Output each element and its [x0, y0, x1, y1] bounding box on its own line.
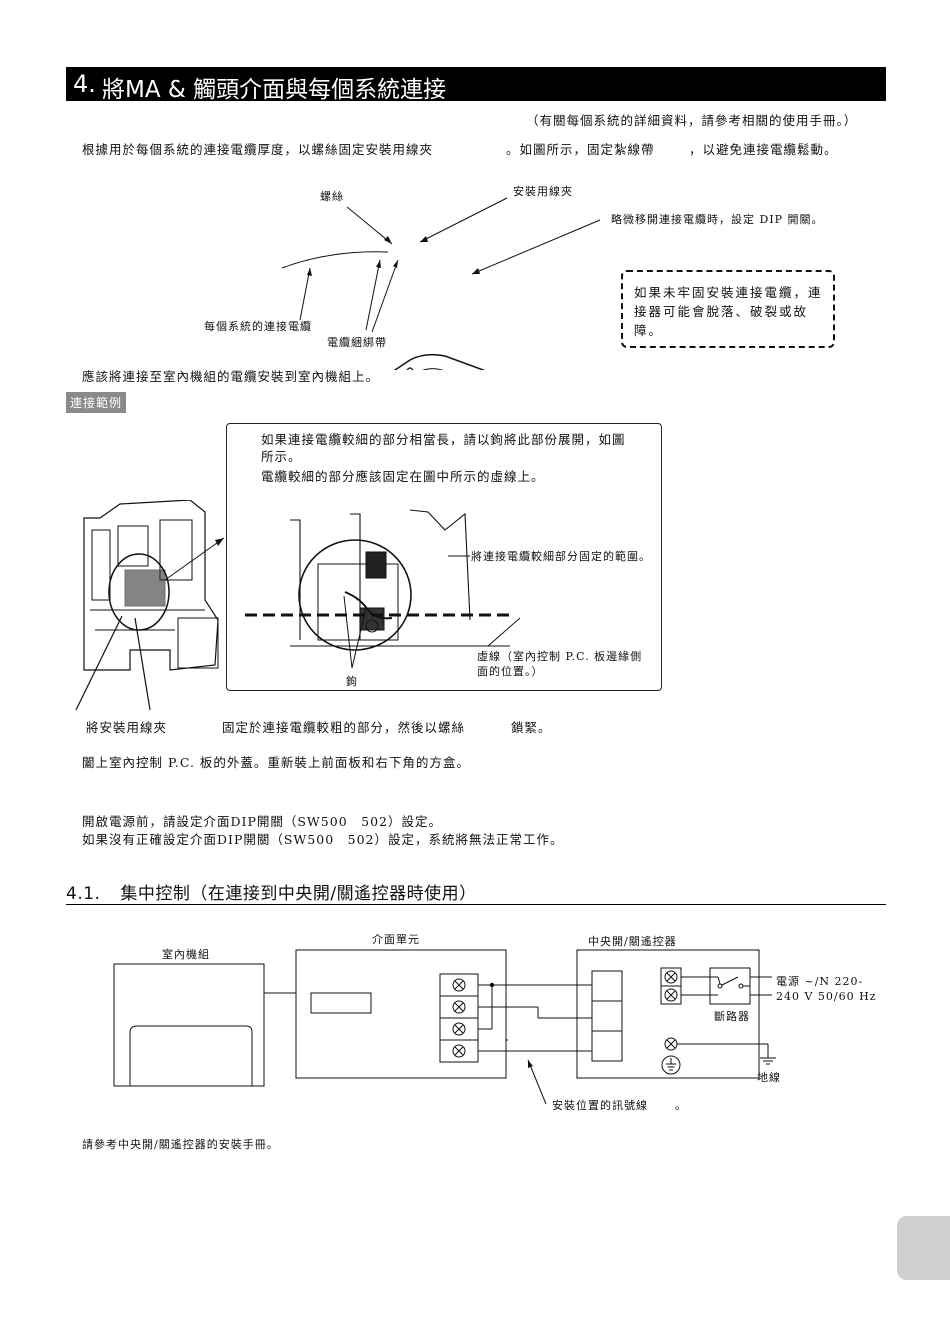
- page-tab: [897, 1216, 950, 1280]
- cable-clamp-figure: [281, 197, 601, 370]
- warning-box: [621, 270, 835, 348]
- label-hook: 鉤: [346, 675, 358, 688]
- label-cable-tie: 電纜綑綁帶: [327, 336, 387, 349]
- label-indoor-unit: 室內機組: [162, 948, 210, 961]
- section-title-bar: [66, 67, 886, 101]
- label-power-1: 電源 ~/N 220-: [776, 975, 864, 988]
- example-badge: 連接範例: [66, 392, 127, 413]
- step-close-cover: 闔上室內控制 P.C. 板的外蓋。重新裝上前面板和右下角的方盒。: [82, 755, 470, 770]
- label-power-2: 240 V 50/60 Hz: [776, 990, 877, 1003]
- subsection-rule: [66, 904, 886, 905]
- label-interface-unit: 介面單元: [372, 933, 420, 946]
- wiring-diagram: [113, 949, 776, 1105]
- intro-text-a: 根據用於每個系統的連接電纜厚度，以螺絲固定安裝用線夾: [82, 142, 434, 157]
- step-clamp-c: 鎖緊。: [511, 720, 552, 735]
- callout-line-1: 如果連接電纜較細的部分相當長，請以鉤將此部份展開，如圖: [261, 432, 626, 447]
- label-signal-wire-end: 。: [675, 1099, 687, 1112]
- label-dashed-line-b: 面的位置。）: [477, 665, 544, 678]
- label-fixing-range: 將連接電纜較細部分固定的範圍。: [471, 550, 651, 563]
- step-clamp-b: 固定於連接電纜較粗的部分，然後以螺絲: [222, 720, 466, 735]
- callout-line-2: 所示。: [261, 449, 302, 464]
- install-note: 應該將連接至室內機組的電纜安裝到室內機組上。: [82, 369, 380, 384]
- label-dip-switch-note: 略微移開連接電纜時，設定 DIP 開關。: [611, 213, 824, 226]
- intro-text-c: ，以避免連接電纜鬆動。: [689, 142, 838, 157]
- footer-note: 請參考中央開/關遙控器的安裝手冊。: [82, 1138, 279, 1151]
- warning-text: 如果未牢固安裝連接電纜，連接器可能會脫落、破裂或故障。: [634, 285, 823, 338]
- section-number: 4.: [73, 70, 96, 98]
- label-screw: 螺絲: [320, 190, 344, 203]
- label-ground: 地線: [757, 1071, 781, 1084]
- label-breaker: 斷路器: [714, 1010, 750, 1023]
- subsection-heading: 4.1. 集中控制（在連接到中央開/關遙控器時使用）: [66, 879, 477, 904]
- reference-note: （有關每個系統的詳細資料，請參考相關的使用手冊。）: [526, 113, 858, 128]
- callout-line-3: 電纜較細的部分應該固定在圖中所示的虛線上。: [261, 469, 545, 484]
- step-clamp-a: 將安裝用線夾: [86, 720, 168, 735]
- subsection-number: 4.1.: [66, 884, 101, 904]
- dip-note-line-2: 如果沒有正確設定介面DIP開關（SW500 502）設定，系統將無法正常工作。: [82, 832, 564, 847]
- label-central-controller: 中央開/關遙控器: [588, 935, 677, 948]
- callout-box: [226, 423, 662, 691]
- dip-note-line-1: 開啟電源前，請設定介面DIP開關（SW500 502）設定。: [82, 814, 442, 829]
- connection-example-figure: [75, 500, 521, 711]
- label-dashed-line-a: 虛線（室內控制 P.C. 板邊緣側: [477, 650, 643, 663]
- label-signal-wire: 安裝位置的訊號線: [552, 1099, 648, 1112]
- label-connection-cable: 每個系統的連接電纜: [204, 320, 312, 333]
- label-mounting-clamp: 安裝用線夾: [513, 185, 573, 198]
- intro-text-b: 。如圖所示，固定紮線帶: [506, 142, 655, 157]
- subsection-title: 集中控制（在連接到中央開/關遙控器時使用）: [120, 884, 477, 904]
- section-title: 將MA & 觸頭介面與每個系統連接: [102, 77, 447, 103]
